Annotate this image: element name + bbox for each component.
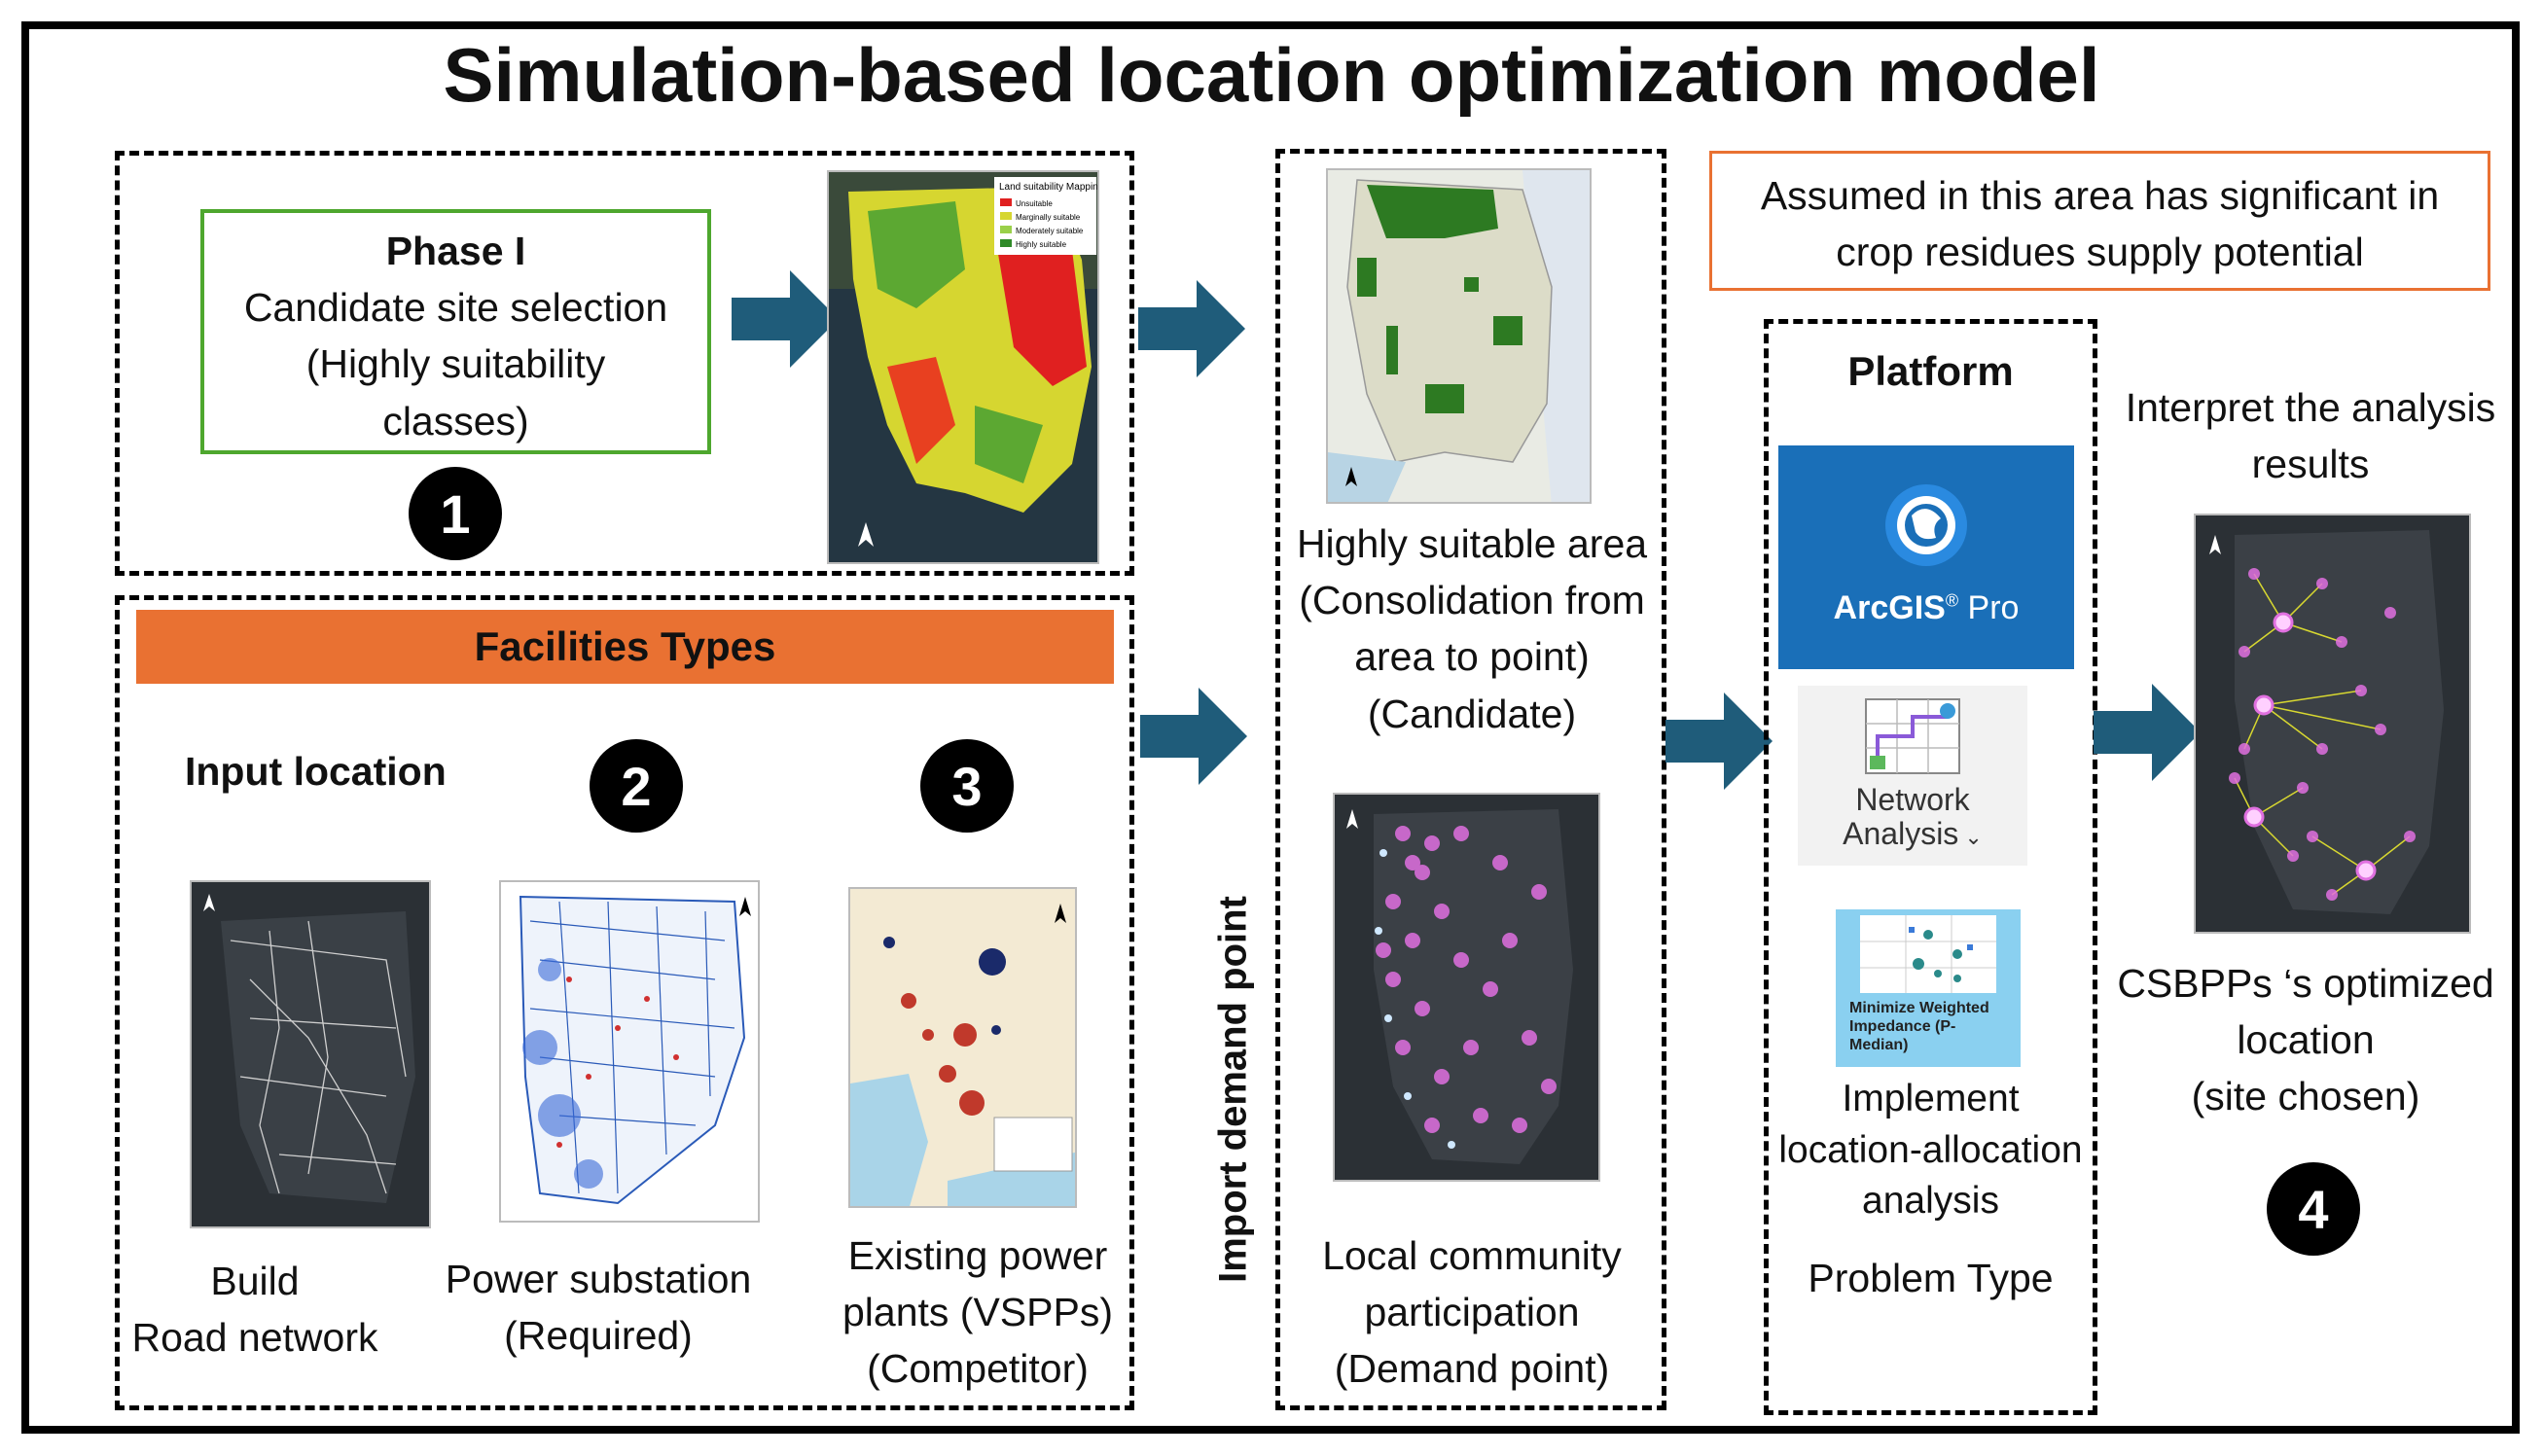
map-legend-item-1: Unsuitable — [1016, 199, 1053, 208]
candidate-caption-line3: area to point) — [1354, 634, 1590, 680]
step-number-4: 4 — [2267, 1162, 2360, 1256]
arrow-candidate-to-platform — [1665, 692, 1773, 790]
import-demand-point-label: Import demand point — [1211, 896, 1255, 1283]
facilities-header: Facilities Types — [136, 610, 1114, 684]
arcgis-pro-label: ArcGIS® Pro — [1778, 589, 2074, 627]
outer-frame — [21, 21, 2520, 1434]
arcgis-reg-mark: ® — [1945, 590, 1959, 611]
arcgis-name: ArcGIS — [1833, 589, 1946, 626]
highly-suitable-area-map — [1326, 168, 1592, 504]
vspp-caption: Existing power plants (VSPPs) (Competito… — [822, 1227, 1133, 1398]
minimize-line3: Median) — [1849, 1037, 1909, 1054]
step-number-2: 2 — [590, 739, 683, 833]
arrow-phase1-to-map — [732, 270, 839, 368]
minimize-line1: Minimize Weighted — [1849, 1000, 1989, 1016]
arrow-map-to-candidate — [1138, 280, 1245, 377]
candidate-caption: Highly suitable area (Consolidation from… — [1282, 515, 1662, 742]
road-network-map — [190, 880, 431, 1228]
optimized-location-map — [2194, 514, 2471, 934]
vspp-caption-line3: (Competitor) — [867, 1346, 1089, 1392]
diagram-title: Simulation-based location optimization m… — [443, 32, 2100, 118]
demand-caption-line2: participation — [1364, 1290, 1580, 1335]
road-caption-line2: Road network — [131, 1315, 378, 1361]
network-analysis-line2: Analysis — [1843, 816, 1959, 852]
step-number-1: 1 — [409, 467, 502, 560]
phase1-label-box: Phase I Candidate site selection (Highly… — [200, 209, 711, 454]
minimize-impedance-label: Minimize Weighted Impedance (P- Median) — [1849, 999, 2015, 1055]
site-chosen-caption: CSBPPs ‘s optimized location (site chose… — [2101, 955, 2510, 1125]
implement-line1: Implement — [1842, 1078, 2020, 1119]
arcgis-pro-tile: ArcGIS® Pro — [1778, 445, 2074, 669]
power-plants-map — [848, 887, 1077, 1208]
minimize-line2: Impedance (P- — [1849, 1018, 1956, 1036]
globe-icon — [1885, 484, 1967, 566]
facilities-box — [115, 595, 1134, 1410]
implement-caption: Implement location-allocation analysis — [1764, 1074, 2097, 1227]
interpret-line2: results — [2251, 442, 2370, 487]
step-number-3: 3 — [920, 739, 1014, 833]
assumption-note-line1: Assumed in this area has significant in — [1760, 173, 2440, 218]
input-location-label: Input location — [185, 749, 447, 794]
vspp-caption-line1: Existing power — [847, 1233, 1108, 1278]
map-legend-title: Land suitability Mapping — [999, 182, 1099, 193]
chevron-down-icon: ⌄ — [1958, 825, 1983, 850]
minimize-impedance-tile: Minimize Weighted Impedance (P- Median) — [1836, 909, 2021, 1067]
phase1-line2: (Highly suitability — [305, 341, 606, 387]
demand-caption: Local community participation (Demand po… — [1282, 1227, 1662, 1398]
network-analysis-icon — [1865, 698, 1960, 774]
candidate-caption-line2: (Consolidation from — [1299, 578, 1645, 623]
site-caption-line1: CSBPPs ‘s optimized — [2117, 961, 2494, 1006]
site-caption-line3: (site chosen) — [2191, 1074, 2420, 1119]
implement-line2: location-allocation — [1778, 1128, 2083, 1171]
facilities-header-label: Facilities Types — [474, 623, 776, 669]
network-analysis-label: Network Analysis ⌄ — [1798, 782, 2027, 852]
map-legend-item-4: Highly suitable — [1016, 240, 1067, 249]
p-median-icon — [1860, 915, 1996, 993]
candidate-demand-box — [1275, 149, 1666, 1410]
power-substation-map — [499, 880, 760, 1223]
map-legend-item-3: Moderately suitable — [1016, 227, 1084, 235]
phase1-heading: Phase I — [385, 229, 526, 273]
phase1-line1: Candidate site selection — [243, 285, 668, 331]
land-suitability-map: Land suitability Mapping Unsuitable Marg… — [827, 170, 1099, 564]
assumption-note-line2: crop residues supply potential — [1836, 230, 2364, 275]
interpret-caption: Interpret the analysis results — [2106, 379, 2515, 492]
demand-caption-line1: Local community — [1322, 1233, 1622, 1278]
implement-line3: analysis — [1862, 1180, 1999, 1223]
demand-point-map — [1333, 793, 1600, 1182]
arrow-platform-to-result — [2094, 684, 2201, 781]
platform-heading: Platform — [1847, 348, 2014, 394]
substation-caption-line2: (Required) — [504, 1313, 693, 1359]
arrow-facilities-to-candidate — [1140, 688, 1247, 785]
platform-box — [1764, 319, 2097, 1415]
phase1-box — [115, 151, 1134, 576]
phase1-line3: classes) — [382, 398, 529, 444]
map-legend-item-2: Marginally suitable — [1016, 213, 1081, 222]
candidate-caption-line4: (Candidate) — [1367, 691, 1577, 736]
problem-type-label: Problem Type — [1808, 1256, 2054, 1300]
network-analysis-tile: Network Analysis ⌄ — [1798, 686, 2027, 866]
arcgis-pro-word: Pro — [1967, 589, 2020, 626]
demand-caption-line3: (Demand point) — [1334, 1346, 1610, 1392]
vspp-caption-line2: plants (VSPPs) — [842, 1290, 1113, 1335]
road-network-caption: Build Road network — [119, 1253, 391, 1366]
road-caption-line1: Build — [210, 1259, 300, 1303]
assumption-note-box: Assumed in this area has significant in … — [1709, 151, 2490, 291]
interpret-line1: Interpret the analysis — [2125, 385, 2496, 430]
network-analysis-line1: Network — [1855, 782, 1970, 817]
site-caption-line2: location — [2237, 1017, 2375, 1063]
substation-caption: Power substation (Required) — [418, 1251, 778, 1364]
candidate-caption-line1: Highly suitable area — [1296, 521, 1648, 566]
substation-caption-line1: Power substation — [445, 1257, 752, 1301]
